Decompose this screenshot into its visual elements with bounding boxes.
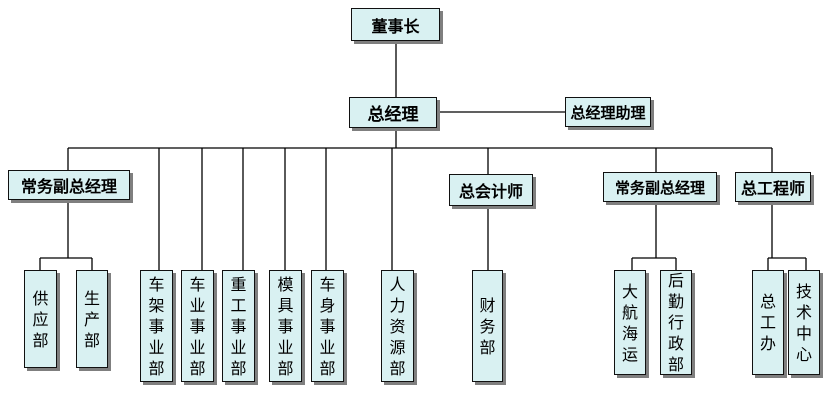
dept-engineer-office-label: 总工办 <box>760 292 777 353</box>
chief-accountant-box: 总会计师 <box>449 174 533 206</box>
dept-heavy-label: 重工事业部 <box>230 274 247 378</box>
dept-tech-center-label: 技术中心 <box>796 281 813 364</box>
chief-accountant-label: 总会计师 <box>458 182 523 201</box>
dept-hr: 人力资源部 <box>381 270 414 382</box>
dept-logistics-admin-label: 后勤行政部 <box>668 271 685 374</box>
exec-vp-left-box: 常务副总经理 <box>8 170 130 200</box>
chairman-label: 董事长 <box>371 16 420 36</box>
exec-vp-right-box: 常务副总经理 <box>603 172 717 202</box>
dept-shipping: 大航海运 <box>614 270 646 375</box>
dept-body: 车身事业部 <box>311 270 344 382</box>
chief-engineer-label: 总工程师 <box>740 179 805 198</box>
dept-production: 生产部 <box>76 270 108 368</box>
exec-vp-left-label: 常务副总经理 <box>20 177 117 196</box>
dept-body-label: 车身事业部 <box>319 274 336 378</box>
dept-mold-label: 模具事业部 <box>277 274 294 378</box>
dept-production-label: 生产部 <box>84 288 101 350</box>
ceo-label: 总经理 <box>367 105 419 125</box>
ceo-assistant-label: 总经理助理 <box>570 103 646 122</box>
dept-frame: 车架事业部 <box>140 270 173 382</box>
ceo-box: 总经理 <box>349 97 437 128</box>
dept-vehicle-label: 车业事业部 <box>189 274 206 378</box>
dept-logistics-admin: 后勤行政部 <box>660 270 692 375</box>
dept-hr-label: 人力资源部 <box>389 274 406 378</box>
ceo-assistant-box: 总经理助理 <box>565 97 651 127</box>
dept-supply-label: 供应部 <box>32 288 49 350</box>
exec-vp-right-label: 常务副总经理 <box>614 178 705 197</box>
chief-engineer-box: 总工程师 <box>735 172 811 202</box>
dept-engineer-office: 总工办 <box>752 270 784 375</box>
dept-vehicle: 车业事业部 <box>181 270 214 382</box>
dept-mold: 模具事业部 <box>269 270 302 382</box>
dept-tech-center: 技术中心 <box>788 270 820 375</box>
dept-supply: 供应部 <box>24 270 57 368</box>
dept-frame-label: 车架事业部 <box>148 274 165 378</box>
chairman-box: 董事长 <box>351 8 440 41</box>
dept-shipping-label: 大航海运 <box>622 281 639 364</box>
dept-finance: 财务部 <box>472 270 503 382</box>
dept-heavy: 重工事业部 <box>222 270 255 382</box>
dept-finance-label: 财务部 <box>479 295 496 357</box>
